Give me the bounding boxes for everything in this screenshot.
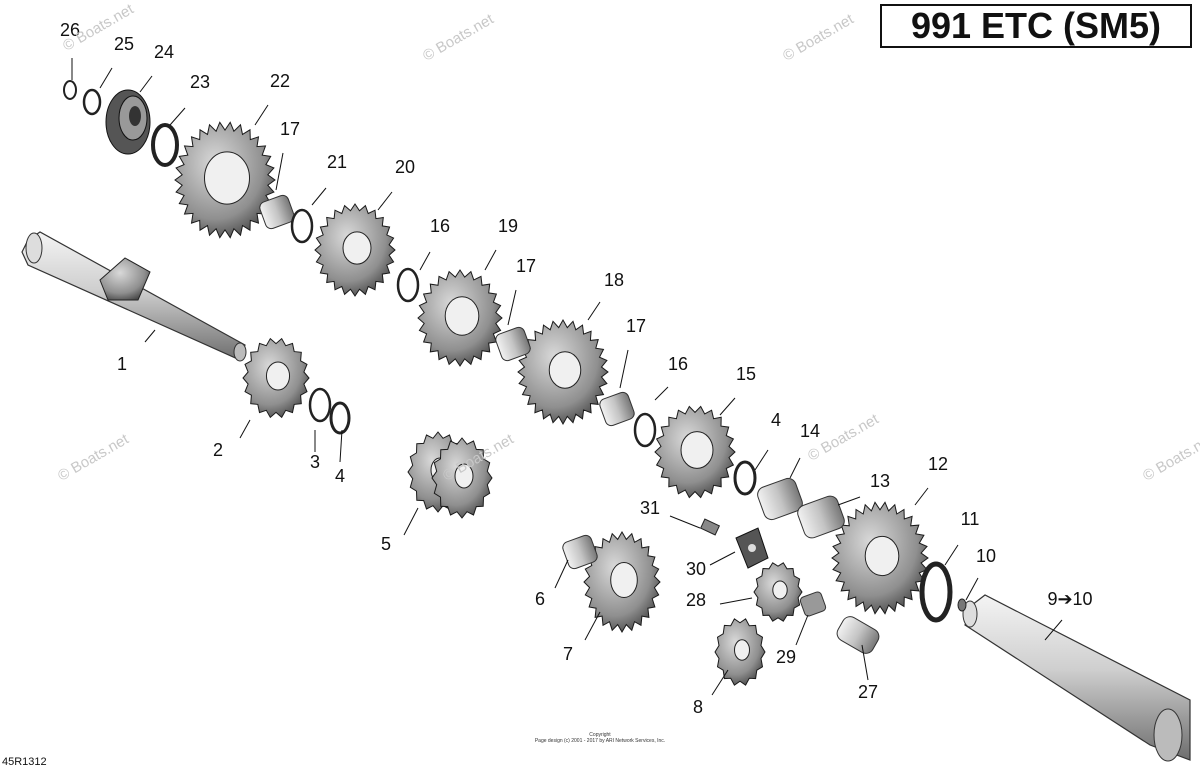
leader-line-c31 <box>669 515 701 529</box>
callout-c11: 11 <box>961 509 980 529</box>
bearing-24 <box>105 89 151 155</box>
leader-line-c12 <box>914 487 929 506</box>
leader-lines <box>71 58 1063 696</box>
leader-line-c28 <box>719 597 753 605</box>
callout-c20: 20 <box>395 157 415 177</box>
gear-20 <box>314 203 396 297</box>
callout-c28: 28 <box>686 590 706 610</box>
callout-c24: 24 <box>154 42 174 62</box>
leader-line-c19 <box>484 249 497 271</box>
callout-c17b: 17 <box>516 256 536 276</box>
callout-c22: 22 <box>270 71 290 91</box>
callout-c27: 27 <box>858 682 878 702</box>
needle-bearing-parts <box>259 194 967 654</box>
callout-c18: 18 <box>604 270 624 290</box>
callout-c31: 31 <box>640 498 660 518</box>
callout-c23: 23 <box>190 72 210 92</box>
gear-8 <box>714 618 766 686</box>
leader-line-c25 <box>99 67 113 89</box>
leader-line-c16a <box>419 251 431 271</box>
leader-line-c7 <box>584 611 601 641</box>
callout-c1: 1 <box>117 354 127 374</box>
gear-7 <box>583 531 661 633</box>
gear-15 <box>654 405 736 499</box>
callout-c29: 29 <box>776 647 796 667</box>
leader-line-c30 <box>709 551 736 566</box>
snap-rings-and-washers <box>63 80 953 623</box>
leader-line-c22 <box>254 104 269 126</box>
callout-c25: 25 <box>114 34 134 54</box>
callout-c19: 19 <box>498 216 518 236</box>
gear-2 <box>242 337 310 419</box>
callout-c4b: 4 <box>771 410 781 430</box>
callout-c16b: 16 <box>668 354 688 374</box>
callout-c15: 15 <box>736 364 756 384</box>
leader-line-c8 <box>711 669 729 696</box>
callout-c21: 21 <box>327 152 347 172</box>
leader-line-c20 <box>377 191 393 211</box>
callout-c13: 13 <box>870 471 890 491</box>
callout-c7: 7 <box>563 644 573 664</box>
callout-c26: 26 <box>60 20 80 40</box>
gear-12 <box>831 501 929 615</box>
gear-19 <box>417 269 503 367</box>
callout-c8: 8 <box>693 697 703 717</box>
callout-c30: 30 <box>686 559 706 579</box>
callout-c14: 14 <box>800 421 820 441</box>
callout-labels: 1234456789➔10101112131415161617171718192… <box>60 20 1093 717</box>
callout-c4a: 4 <box>335 466 345 486</box>
leader-line-c4b <box>754 449 769 471</box>
callout-c6: 6 <box>535 589 545 609</box>
leader-line-c13 <box>837 496 861 506</box>
leader-line-c16b <box>654 386 669 401</box>
leader-line-c21 <box>311 187 327 206</box>
callout-c10: 10 <box>976 546 996 566</box>
gear-5b <box>431 437 493 519</box>
leader-line-c14 <box>789 457 801 479</box>
model-title: 991 ETC (SM5) <box>880 4 1192 48</box>
leader-line-c23 <box>169 107 186 126</box>
callout-c5: 5 <box>381 534 391 554</box>
leader-line-c18 <box>587 301 601 321</box>
leader-line-c17b <box>507 289 517 326</box>
gears-layer <box>174 121 929 686</box>
leader-line-c4a <box>339 429 343 463</box>
leader-line-c17c <box>619 349 629 389</box>
callout-c17a: 17 <box>280 119 300 139</box>
copyright-line-2: Page design (c) 2001 - 2017 by ARI Netwo… <box>534 738 666 744</box>
leader-line-c6 <box>554 559 569 589</box>
leader-line-c9 <box>1044 619 1063 641</box>
leader-line-c5 <box>403 507 419 536</box>
callout-c16a: 16 <box>430 216 450 236</box>
reference-code: 45R1312 <box>2 756 47 768</box>
leader-line-c24 <box>139 75 153 93</box>
leader-line-c2 <box>239 419 251 439</box>
copyright-notice: Copyright Page design (c) 2001 - 2017 by… <box>480 732 720 744</box>
leader-line-c27 <box>861 644 869 681</box>
callout-c3: 3 <box>310 452 320 472</box>
callout-c12: 12 <box>928 454 948 474</box>
leader-line-c29 <box>795 614 809 646</box>
leader-line-c11 <box>944 544 959 566</box>
gear-28 <box>753 562 803 622</box>
gear-18 <box>517 318 609 426</box>
leader-line-c10 <box>965 577 979 601</box>
output-shaft <box>962 594 1191 762</box>
copyright-line-1: Copyright <box>589 732 611 738</box>
leader-line-c1 <box>144 329 156 343</box>
callout-c17c: 17 <box>626 316 646 336</box>
leader-line-c15 <box>719 397 736 416</box>
callout-c9: 9➔10 <box>1047 589 1092 609</box>
gear-22 <box>174 121 276 239</box>
callout-c2: 2 <box>213 440 223 460</box>
main-shaft <box>21 231 247 362</box>
leader-line-c17a <box>275 152 284 191</box>
